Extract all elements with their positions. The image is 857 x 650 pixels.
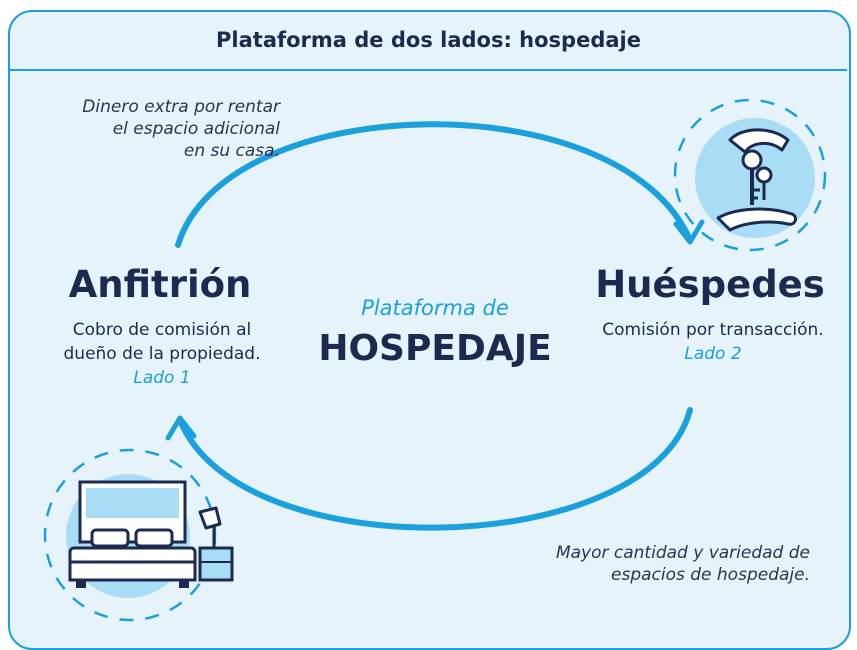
guest-side-label: Lado 2: [684, 344, 742, 364]
diagram-title: Plataforma de dos lados: hospedaje: [216, 28, 641, 52]
host-description: Cobro de comisión al dueño de la propied…: [24, 318, 300, 390]
host-benefit-line-2: el espacio adicional: [112, 119, 280, 139]
title-divider: [10, 69, 847, 71]
hand-with-keys-icon: [673, 98, 827, 252]
host-benefit-line-1: Dinero extra por rentar: [82, 97, 280, 117]
platform-subtitle: Plataforma de: [361, 296, 509, 320]
host-title: Anfitrión: [68, 263, 252, 306]
platform-center-label: Plataforma de HOSPEDAJE: [300, 296, 570, 369]
arrow-head-right: [673, 219, 705, 245]
host-benefit-line-3: en su casa.: [183, 141, 280, 161]
arrow-head-left: [165, 415, 197, 441]
platform-name: HOSPEDAJE: [318, 328, 552, 369]
arrow-host-to-guest: [175, 121, 693, 248]
guest-desc-line: Comisión por transacción.: [602, 320, 824, 340]
host-desc-line-2: dueño de la propiedad.: [63, 344, 261, 364]
guest-benefit-line-1: Mayor cantidad y variedad de: [555, 543, 810, 563]
guest-benefit-line-2: espacios de hospedaje.: [611, 565, 810, 585]
bed-with-lamp-icon: [43, 448, 234, 622]
arrow-guest-to-host: [177, 407, 693, 531]
guest-title: Huéspedes: [595, 263, 825, 306]
host-side-label: Lado 1: [133, 368, 191, 388]
host-benefit-note: Dinero extra por rentar el espacio adici…: [30, 96, 280, 162]
guest-benefit-note: Mayor cantidad y variedad de espacios de…: [470, 542, 810, 586]
guest-description: Comisión por transacción. Lado 2: [578, 318, 848, 366]
host-desc-line-1: Cobro de comisión al: [72, 320, 252, 340]
